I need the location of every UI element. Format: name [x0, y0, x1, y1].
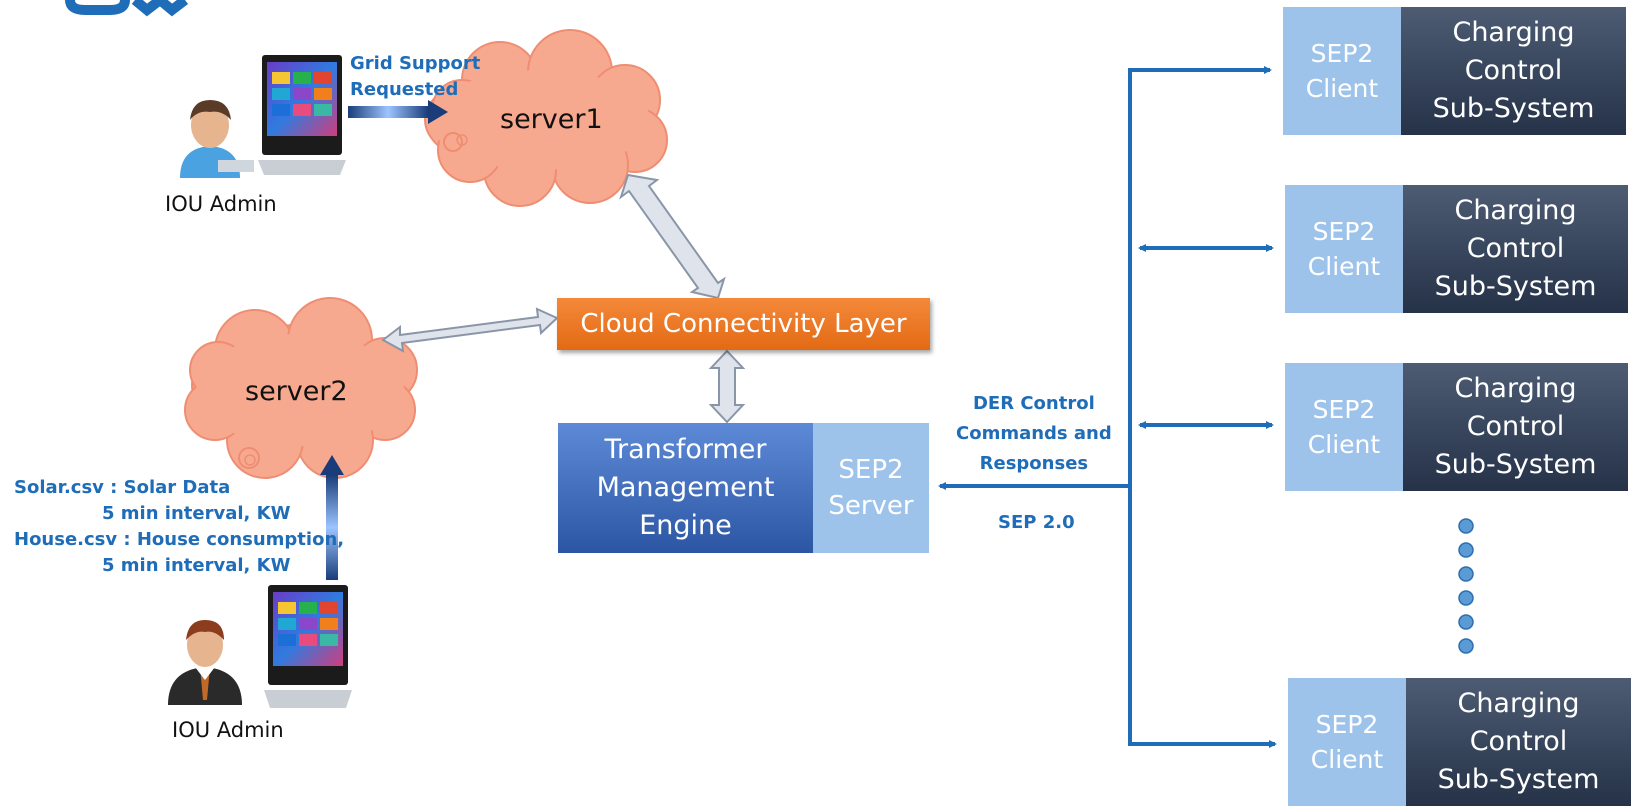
charging-control-subsystem-box: Charging Control Sub-System	[1401, 7, 1626, 135]
admin-user-icon	[168, 620, 242, 705]
client-node: SEP2 Client Charging Control Sub-System	[1285, 363, 1628, 491]
client-node: SEP2 Client Charging Control Sub-System	[1285, 185, 1628, 313]
data-upload-beam-arrow	[320, 455, 344, 580]
server1-ccl-double-arrow	[619, 173, 726, 300]
admin-label: IOU Admin	[172, 718, 284, 742]
charging-control-subsystem-box: Charging Control Sub-System	[1403, 185, 1628, 313]
charging-control-subsystem-box: Charging Control Sub-System	[1403, 363, 1628, 491]
sep2-client-box: SEP2 Client	[1285, 363, 1403, 491]
client-node: SEP2 Client Charging Control Sub-System	[1288, 678, 1631, 806]
monitor-icon	[264, 585, 352, 708]
house-csv-detail: 5 min interval, KW	[102, 555, 291, 576]
house-csv-annotation: House.csv : House consumption,	[14, 529, 345, 550]
ccl-tme-double-arrow	[708, 349, 746, 424]
charging-control-subsystem-box: Charging Control Sub-System	[1406, 678, 1631, 806]
sep2-client-box: SEP2 Client	[1288, 678, 1406, 806]
cloud-connectivity-layer-box: Cloud Connectivity Layer	[557, 298, 930, 350]
title-fragment-icon	[65, 0, 189, 17]
client-node: SEP2 Client Charging Control Sub-System	[1283, 7, 1626, 135]
more-clients-ellipsis-icon	[1458, 518, 1474, 654]
cloud-label-server2: server2	[245, 376, 348, 407]
cloud-server2	[184, 297, 418, 479]
cloud-server1	[424, 29, 668, 207]
der-control-annotation: DER Control Commands and Responses	[956, 393, 1112, 474]
grid-support-annotation: Grid Support Requested	[350, 53, 481, 100]
grid-support-beam-arrow	[348, 100, 448, 124]
solar-csv-detail: 5 min interval, KW	[102, 503, 291, 524]
solar-csv-annotation: Solar.csv : Solar Data	[14, 477, 231, 498]
sep2-client-box: SEP2 Client	[1285, 185, 1403, 313]
sep-version-annotation: SEP 2.0	[998, 512, 1075, 533]
sep-bus-lines	[938, 66, 1277, 748]
sep2-server-box: SEP2 Server	[813, 423, 929, 553]
admin-user-icon	[180, 100, 254, 178]
transformer-management-engine-box: Transformer Management Engine	[558, 423, 813, 553]
cloud-label-server1: server1	[500, 104, 603, 135]
sep2-client-box: SEP2 Client	[1283, 7, 1401, 135]
monitor-icon	[258, 55, 346, 175]
server2-ccl-double-arrow	[381, 307, 559, 353]
admin-label: IOU Admin	[165, 192, 277, 216]
